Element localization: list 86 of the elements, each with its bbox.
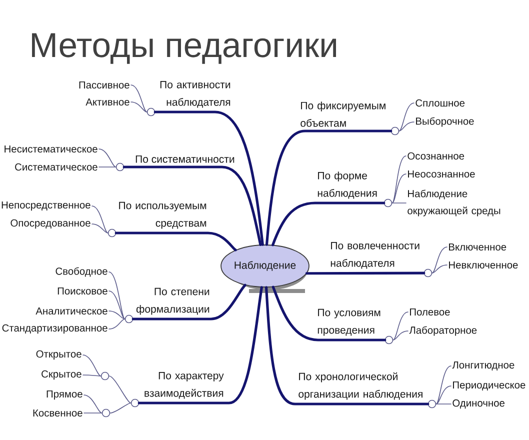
connector-line — [84, 394, 102, 414]
connector-line — [432, 246, 448, 274]
leaf-text: Систематическое — [15, 163, 98, 171]
connector-line — [84, 412, 102, 414]
connector-line — [92, 224, 108, 234]
junction-circle — [146, 108, 156, 116]
connector-line — [398, 102, 414, 132]
branch-line — [132, 284, 246, 320]
junction-circle — [390, 126, 400, 136]
connector-line — [392, 202, 406, 204]
edge-label: По систематичности — [136, 156, 234, 163]
connector-line — [108, 318, 126, 330]
junction-circle — [384, 198, 392, 208]
connector-line — [82, 354, 102, 376]
leaf-text: Сплошное — [416, 99, 465, 107]
branch-line — [305, 272, 426, 275]
connector-line — [108, 290, 126, 320]
edge-label: По используемым средствам — [119, 202, 206, 229]
connector-line — [130, 84, 148, 112]
connector-line — [110, 402, 132, 414]
junction-circle — [108, 228, 116, 238]
connector-line — [108, 310, 126, 320]
title: Методы педагогики — [32, 33, 336, 64]
leaf-text: Свободное — [56, 267, 108, 277]
junction-circle — [428, 400, 436, 408]
branch-line — [114, 232, 237, 252]
junction-circle — [384, 336, 394, 344]
junction-circle — [424, 268, 432, 278]
leaf-text: Невключенное — [449, 261, 518, 269]
branch-line — [264, 286, 430, 406]
junction-circle — [124, 314, 134, 324]
leaf-text: Неосознанное — [408, 170, 475, 178]
leaf-text: Непосредственное — [2, 201, 90, 211]
leaf-text: Активное — [86, 98, 130, 106]
leaf-text: Наблюдение окружающей среды — [408, 190, 500, 216]
leaf-text: Прямое — [46, 390, 82, 400]
connector-line — [98, 166, 116, 168]
connector-line — [436, 366, 452, 404]
leaf-text: Пассивное — [79, 81, 130, 89]
leaf-text: Несистематическое — [4, 145, 98, 153]
leaf-text: Лабораторное — [409, 326, 477, 336]
leaf-text: Открытое — [36, 350, 82, 360]
edge-label: По характеру взаимодействия — [144, 372, 224, 399]
leaf-text: Аналитическое — [36, 307, 108, 315]
junction-circle — [116, 162, 124, 172]
edge-label: По форме наблюдения — [318, 172, 377, 199]
branch-line — [272, 286, 386, 342]
leaf-text: Лонгитюдное — [452, 362, 514, 371]
connector-line — [92, 206, 108, 234]
connector-line — [108, 376, 132, 404]
branch-line — [122, 166, 262, 246]
leaf-text: Одиночное — [452, 399, 504, 409]
connector-line — [398, 122, 414, 132]
connector-line — [432, 264, 448, 274]
connector-line — [392, 312, 408, 340]
branch-line — [138, 286, 263, 404]
branch-line — [265, 130, 392, 246]
connector-line — [392, 156, 406, 204]
connector-line — [82, 374, 102, 376]
edge-label: По условиям проведения — [318, 308, 380, 336]
junction-circle — [100, 372, 110, 380]
leaf-text: Выборочное — [416, 117, 474, 127]
junction-circle — [102, 408, 110, 418]
junction-circle — [130, 398, 140, 408]
leaf-text: Стандартизированное — [2, 324, 108, 334]
leaf-text: Поисковое — [58, 287, 108, 295]
leaf-text: Полевое — [410, 308, 450, 316]
edge-label: По фиксируемым объектам — [300, 102, 386, 127]
connector-line — [108, 272, 126, 320]
leaf-text: Осознанное — [408, 152, 464, 160]
leaf-text: Косвенное — [33, 409, 82, 417]
branch-line — [154, 110, 264, 246]
edge-label: По активности наблюдателя — [160, 81, 230, 108]
connector-line — [392, 330, 408, 340]
connector-line — [392, 174, 406, 204]
connector-line — [436, 386, 452, 404]
edge-label: По вовлеченности наблюдателя — [330, 242, 420, 269]
connector-line — [98, 148, 116, 168]
leaf-text: Опосредованное — [10, 219, 90, 229]
leaf-text: Периодическое — [453, 381, 526, 391]
edge-label: По степени формализации — [136, 288, 210, 315]
branch-line — [272, 202, 386, 246]
leaf-text: Включенное — [449, 243, 506, 251]
connector-line — [130, 102, 148, 112]
leaf-text: Скрытое — [42, 370, 82, 380]
edge-label: По хронологической организации наблюдения — [298, 372, 422, 400]
